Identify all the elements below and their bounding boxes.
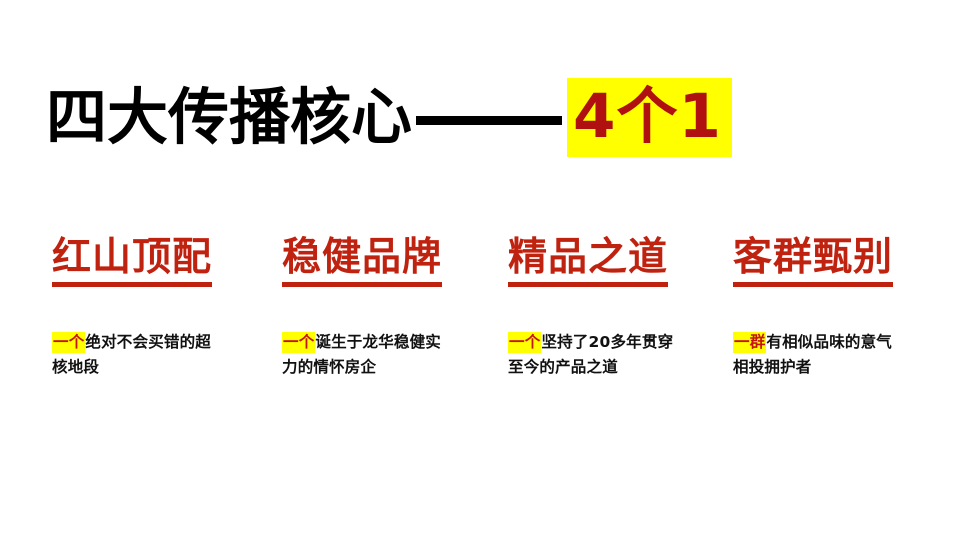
column-heading-4: 客群甄别 <box>733 236 894 287</box>
column-body-rest-1: 绝对不会买错的超核地段 <box>52 332 212 376</box>
core-point-column-3: 精品之道 一个坚持了20多年贯穿至今的产品之道 <box>450 236 675 380</box>
core-point-column-4: 客群甄别 一群有相似品味的意气相投拥护者 <box>675 236 900 380</box>
column-body-4: 一群有相似品味的意气相投拥护者 <box>733 330 900 380</box>
core-points-row: 红山顶配 一个绝对不会买错的超核地段 稳健品牌 一个诞生于龙华稳健实力的情怀房企… <box>0 236 960 380</box>
column-heading-2: 稳健品牌 <box>282 236 443 287</box>
column-body-rest-3: 坚持了20多年贯穿至今的产品之道 <box>508 332 674 376</box>
core-point-column-1: 红山顶配 一个绝对不会买错的超核地段 <box>0 236 225 380</box>
title-accent-text: 4个1 <box>567 78 732 157</box>
column-body-rest-4: 有相似品味的意气相投拥护者 <box>733 332 893 376</box>
column-body-accent-4: 一群 <box>733 331 767 353</box>
core-point-column-2: 稳健品牌 一个诞生于龙华稳健实力的情怀房企 <box>225 236 450 380</box>
em-dash-rule <box>416 116 563 125</box>
column-body-accent-2: 一个 <box>282 331 316 353</box>
slide-title: 四大传播核心 4个1 <box>46 78 732 157</box>
column-heading-1: 红山顶配 <box>52 236 213 287</box>
column-heading-3: 精品之道 <box>508 236 669 287</box>
column-body-2: 一个诞生于龙华稳健实力的情怀房企 <box>282 330 450 380</box>
column-body-1: 一个绝对不会买错的超核地段 <box>52 330 225 380</box>
column-body-accent-3: 一个 <box>508 331 542 353</box>
column-body-3: 一个坚持了20多年贯穿至今的产品之道 <box>508 330 675 380</box>
column-body-accent-1: 一个 <box>52 331 86 353</box>
title-main-text: 四大传播核心 <box>46 82 413 153</box>
column-body-rest-2: 诞生于龙华稳健实力的情怀房企 <box>282 332 442 376</box>
